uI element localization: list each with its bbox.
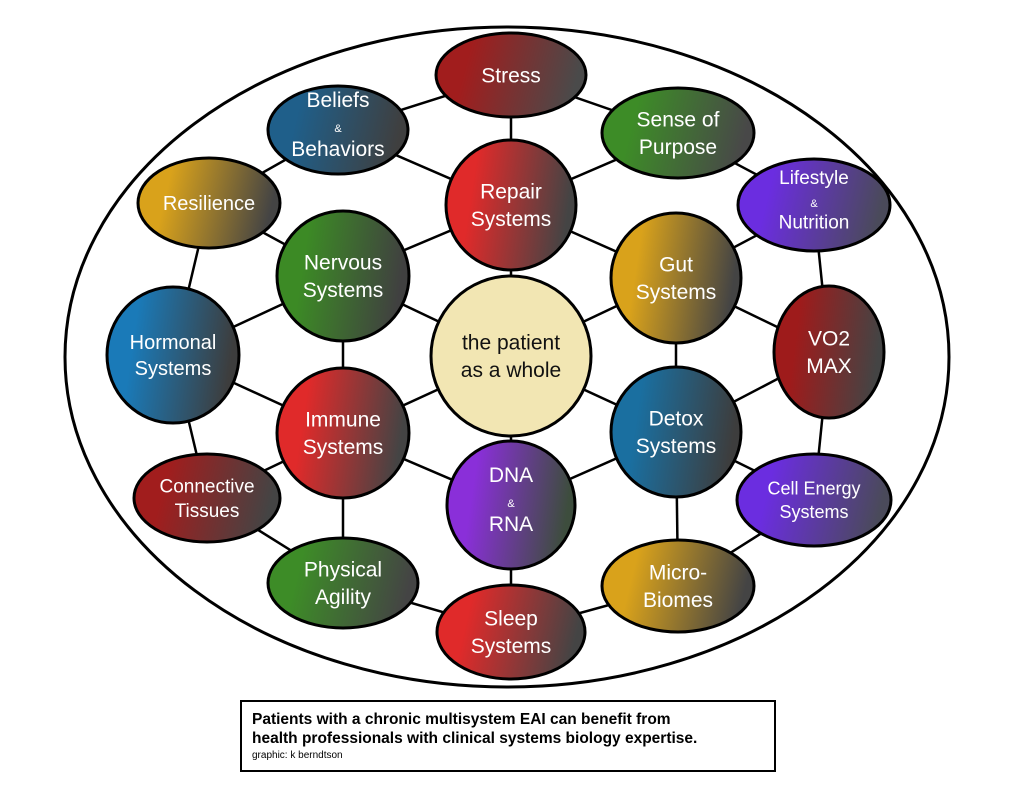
node-resilience-ellipse xyxy=(136,156,282,250)
node-lifestyle-label-2: Nutrition xyxy=(779,212,850,233)
node-nervous-label-0: Nervous xyxy=(304,252,382,275)
node-immune-ellipse xyxy=(275,366,411,500)
caption-line-1: Patients with a chronic multisystem EAI … xyxy=(252,711,671,728)
node-center-label-1: as a whole xyxy=(461,359,561,382)
node-dna: DNA & RNA xyxy=(445,439,577,571)
node-repair-label-0: Repair xyxy=(480,181,542,204)
node-dna-label-2: RNA xyxy=(489,513,533,536)
node-resilience-label-0: Resilience xyxy=(163,193,255,215)
node-lifestyle: Lifestyle & Nutrition xyxy=(736,157,892,253)
node-beliefs-ellipse xyxy=(266,84,410,176)
node-physical-label-0: Physical xyxy=(304,559,382,582)
node-sleep-label-0: Sleep xyxy=(484,608,538,631)
caption-line-2: health professionals with clinical syste… xyxy=(252,730,698,747)
node-detox-ellipse xyxy=(609,365,743,499)
node-vo2-ellipse xyxy=(772,284,886,420)
node-center-ellipse xyxy=(429,274,593,438)
node-gut-ellipse xyxy=(609,211,743,345)
node-lifestyle-label-0: Lifestyle xyxy=(779,168,849,189)
node-hormonal-ellipse xyxy=(105,285,241,425)
node-beliefs-label-1: & xyxy=(334,123,342,135)
node-cell-label-0: Cell Energy xyxy=(767,479,860,499)
node-physical-label-1: Agility xyxy=(315,586,372,609)
node-sleep-label-1: Systems xyxy=(471,635,552,658)
node-dna-label-1: & xyxy=(507,498,515,510)
node-beliefs: Beliefs & Behaviors xyxy=(266,84,410,176)
node-hormonal-label-0: Hormonal xyxy=(130,332,217,354)
node-micro-label-1: Biomes xyxy=(643,589,713,612)
node-immune-label-1: Systems xyxy=(303,436,384,459)
node-vo2-label-1: MAX xyxy=(806,355,852,378)
node-beliefs-label-2: Behaviors xyxy=(291,138,384,161)
node-gut-label-1: Systems xyxy=(636,281,717,304)
node-connective-ellipse xyxy=(132,452,282,544)
node-center-label-0: the patient xyxy=(462,332,560,355)
node-resilience: Resilience xyxy=(136,156,282,250)
node-gut-label-0: Gut xyxy=(659,254,693,277)
node-micro-label-0: Micro- xyxy=(649,562,707,585)
node-dna-label-0: DNA xyxy=(489,464,533,487)
node-connective-label-0: Connective xyxy=(159,476,254,497)
node-sleep-ellipse xyxy=(435,583,587,681)
node-cell-label-1: Systems xyxy=(779,502,848,522)
node-micro-ellipse xyxy=(600,538,756,634)
node-center: the patient as a whole xyxy=(429,274,593,438)
node-beliefs-label-0: Beliefs xyxy=(306,89,369,112)
node-lifestyle-label-1: & xyxy=(810,198,818,210)
node-nervous-label-1: Systems xyxy=(303,279,384,302)
node-sense-ellipse xyxy=(600,86,756,180)
node-physical-ellipse xyxy=(266,536,420,630)
outer-boundary-ellipse xyxy=(63,25,951,689)
node-immune-label-0: Immune xyxy=(305,409,381,432)
node-sense-label-0: Sense of xyxy=(637,109,720,132)
caption-box: Patients with a chronic multisystem EAI … xyxy=(240,700,776,772)
node-stress: Stress xyxy=(434,31,588,119)
node-sense: Sense of Purpose xyxy=(600,86,756,180)
node-nervous-ellipse xyxy=(275,209,411,343)
node-stress-ellipse xyxy=(434,31,588,119)
node-sense-label-1: Purpose xyxy=(639,136,717,159)
node-cell-ellipse xyxy=(735,452,893,548)
node-connective-label-1: Tissues xyxy=(175,501,240,522)
node-hormonal-label-1: Systems xyxy=(135,358,212,380)
node-repair-label-1: Systems xyxy=(471,208,552,231)
node-vo2-label-0: VO2 xyxy=(808,328,850,351)
node-dna-ellipse xyxy=(445,439,577,571)
node-stress-label-0: Stress xyxy=(481,64,541,87)
node-micro: Micro- Biomes xyxy=(600,538,756,634)
node-detox-label-1: Systems xyxy=(636,435,717,458)
node-detox-label-0: Detox xyxy=(649,408,704,431)
node-lifestyle-ellipse xyxy=(736,157,892,253)
node-repair-ellipse xyxy=(444,138,578,272)
caption-credit: graphic: k berndtson xyxy=(252,750,343,761)
